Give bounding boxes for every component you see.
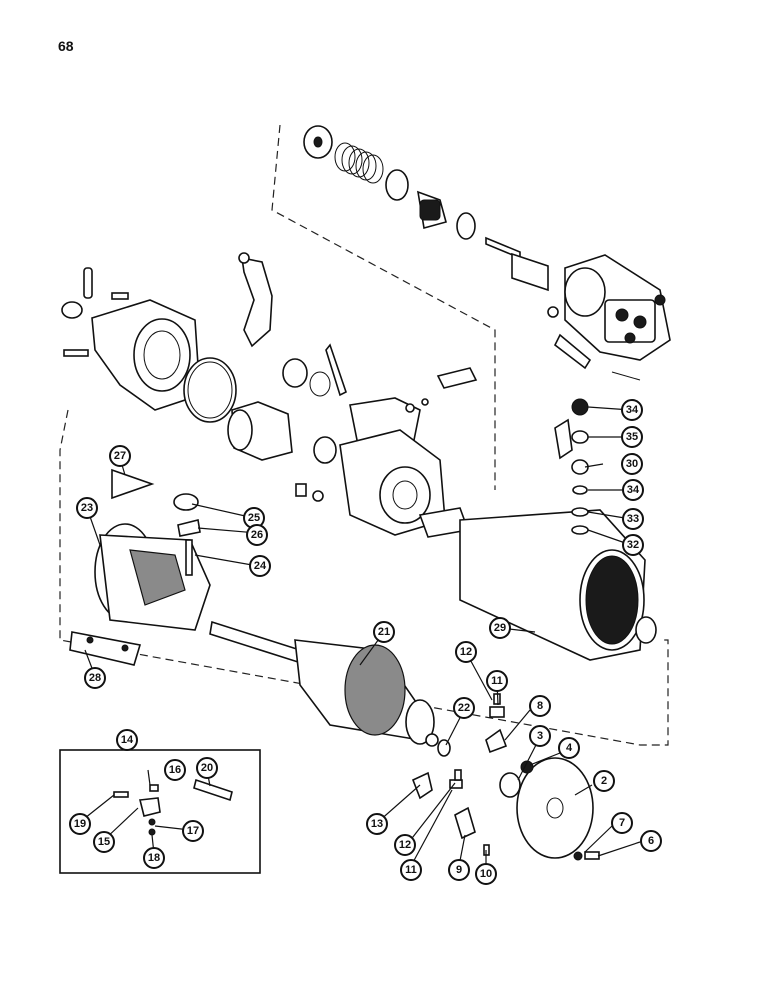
callout-12-lower: 12 [394, 834, 416, 856]
brush-kit-box [59, 749, 261, 874]
svg-text:27: 27 [114, 450, 126, 462]
callout-22: 22 [453, 697, 475, 719]
svg-text:15: 15 [98, 836, 110, 848]
svg-text:14: 14 [121, 734, 134, 746]
svg-text:13: 13 [371, 818, 383, 830]
svg-text:4: 4 [566, 742, 573, 754]
svg-text:34: 34 [627, 484, 640, 496]
svg-text:2: 2 [601, 775, 607, 787]
solenoid-group-outline [271, 124, 496, 490]
callout-8: 8 [529, 695, 551, 717]
svg-text:26: 26 [251, 529, 263, 541]
callout-33: 33 [622, 508, 644, 530]
svg-text:35: 35 [626, 431, 638, 443]
callout-2: 2 [593, 770, 615, 792]
callout-13: 13 [366, 813, 388, 835]
page-number: 68 [58, 38, 74, 54]
callout-14: 14 [116, 729, 138, 751]
callout-34-upper: 34 [621, 399, 643, 421]
svg-text:21: 21 [378, 626, 390, 638]
field-coil-assembly [69, 468, 211, 666]
svg-text:3: 3 [537, 730, 543, 742]
svg-text:8: 8 [537, 700, 543, 712]
field-frame [418, 507, 657, 661]
svg-text:10: 10 [480, 868, 492, 880]
callout-24: 24 [249, 555, 271, 577]
callout-34-lower: 34 [622, 479, 644, 501]
svg-text:12: 12 [399, 839, 411, 851]
svg-text:9: 9 [456, 864, 462, 876]
callout-15: 15 [93, 831, 115, 853]
svg-text:11: 11 [491, 675, 503, 687]
callout-7: 7 [611, 812, 633, 834]
svg-text:18: 18 [148, 852, 160, 864]
motor-group-outline [59, 409, 669, 746]
callout-25: 25 [243, 507, 265, 529]
shift-lever-and-drive [227, 252, 347, 461]
svg-text:6: 6 [648, 835, 654, 847]
callout-9: 9 [448, 859, 470, 881]
end-plate-and-brushes [411, 693, 600, 861]
svg-text:22: 22 [458, 702, 470, 714]
svg-text:12: 12 [460, 646, 472, 658]
terminal-hardware-stack [554, 398, 589, 535]
svg-text:11: 11 [405, 864, 417, 876]
solenoid-switch [547, 254, 671, 381]
callout-12-upper: 12 [455, 641, 477, 663]
svg-text:19: 19 [74, 818, 86, 830]
drive-end-housing [61, 267, 237, 423]
callout-35: 35 [621, 426, 643, 448]
svg-text:33: 33 [627, 513, 639, 525]
callout-11-lower: 11 [400, 859, 422, 881]
svg-text:24: 24 [254, 560, 267, 572]
callout-28: 28 [84, 667, 106, 689]
callout-11-upper: 11 [486, 670, 508, 692]
commutator-end-housing [295, 367, 478, 536]
callout-6: 6 [640, 830, 662, 852]
svg-text:28: 28 [89, 672, 101, 684]
callout-26: 26 [246, 524, 268, 546]
armature [209, 620, 451, 757]
callout-19: 19 [69, 813, 91, 835]
callout-29: 29 [489, 617, 511, 639]
svg-text:17: 17 [187, 825, 199, 837]
svg-text:34: 34 [626, 404, 639, 416]
svg-text:30: 30 [626, 458, 638, 470]
svg-text:7: 7 [619, 817, 625, 829]
svg-text:29: 29 [494, 622, 506, 634]
callout-30: 30 [621, 453, 643, 475]
callout-16: 16 [164, 759, 186, 781]
callout-3: 3 [529, 725, 551, 747]
callout-27: 27 [109, 445, 131, 467]
svg-text:25: 25 [248, 512, 260, 524]
plunger-spring-stack [303, 125, 549, 292]
svg-text:16: 16 [169, 764, 181, 776]
callout-10: 10 [475, 863, 497, 885]
svg-text:20: 20 [201, 762, 213, 774]
callout-17: 17 [182, 820, 204, 842]
callout-20: 20 [196, 757, 218, 779]
callout-18: 18 [143, 847, 165, 869]
svg-text:32: 32 [627, 539, 639, 551]
callout-4: 4 [558, 737, 580, 759]
callout-21: 21 [373, 621, 395, 643]
callout-23: 23 [76, 497, 98, 519]
callout-32: 32 [622, 534, 644, 556]
svg-text:23: 23 [81, 502, 93, 514]
